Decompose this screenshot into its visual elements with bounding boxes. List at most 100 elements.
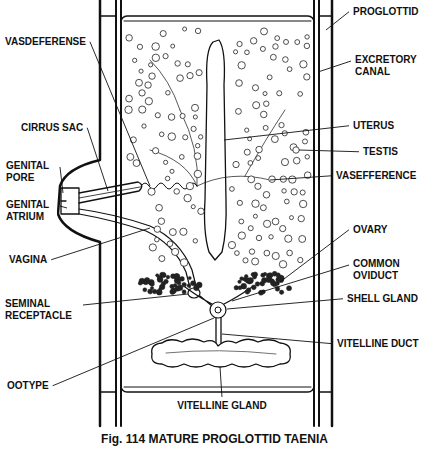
shell-gland xyxy=(210,302,226,318)
ovary-follicle xyxy=(278,275,282,279)
part-label: GENITAL PORE xyxy=(5,160,57,183)
testis-follicle xyxy=(298,92,303,97)
testis-follicle xyxy=(158,218,164,224)
ovary-follicle xyxy=(287,286,292,291)
ovary-follicle xyxy=(244,274,248,278)
testis-follicle xyxy=(159,132,164,137)
leader-line xyxy=(51,228,150,260)
leader-line xyxy=(326,12,349,30)
uterus xyxy=(205,40,227,260)
vagina xyxy=(79,209,196,286)
testis-follicle xyxy=(149,73,155,79)
testis-follicle xyxy=(195,143,199,147)
ovary-follicle xyxy=(248,278,254,284)
ovary-follicle xyxy=(180,277,185,282)
testis-follicle xyxy=(165,176,170,181)
testis-follicle xyxy=(285,235,292,242)
ovary-follicle xyxy=(268,273,273,278)
leader-line xyxy=(318,61,351,72)
testis-follicle xyxy=(299,200,306,207)
testis-follicle xyxy=(293,147,299,153)
testis-follicle xyxy=(164,160,168,164)
testis-follicle xyxy=(172,248,179,255)
testis-follicle xyxy=(289,216,293,220)
vitelline-duct xyxy=(216,318,221,346)
testis-follicle xyxy=(302,139,307,144)
testis-follicle xyxy=(177,75,184,82)
testis-follicle xyxy=(195,28,200,33)
testis-follicle xyxy=(304,43,309,48)
testis-follicle xyxy=(256,146,263,153)
ovary-follicle xyxy=(252,286,255,289)
testis-follicle xyxy=(174,189,180,195)
testis-follicle xyxy=(160,31,166,37)
testis-follicle xyxy=(283,57,289,63)
figure-caption: Fig. 114 MATURE PROGLOTTID TAENIA xyxy=(101,432,328,446)
ovary-follicle xyxy=(143,288,147,292)
testis-follicle xyxy=(280,225,286,231)
ootype xyxy=(215,307,221,313)
leader-line xyxy=(60,167,63,193)
testis-follicle xyxy=(179,155,184,160)
testis-follicle xyxy=(185,62,190,67)
excretory-canal xyxy=(318,0,320,426)
testis-follicle xyxy=(253,214,257,218)
testis-follicle xyxy=(183,135,188,140)
testis-follicle xyxy=(198,208,204,214)
testis-follicle xyxy=(169,229,176,236)
testis-follicle xyxy=(270,54,276,60)
testis-follicle xyxy=(152,43,160,51)
testis-follicle xyxy=(168,114,175,121)
testis-follicle xyxy=(260,111,267,118)
testis-follicle xyxy=(253,102,260,109)
testis-follicle xyxy=(149,63,153,67)
ovary-follicle xyxy=(251,285,256,290)
ovary-follicle xyxy=(170,284,174,288)
testis-follicle xyxy=(191,205,195,209)
part-label: TESTIS xyxy=(362,146,399,158)
part-label: VITELLINE GLAND xyxy=(176,400,267,412)
testis-follicle xyxy=(237,41,242,46)
testis-follicle xyxy=(133,160,140,167)
transverse-canal xyxy=(124,21,311,22)
testis-follicle xyxy=(279,122,284,127)
testis-follicle xyxy=(152,54,159,61)
testis-follicle xyxy=(148,188,155,195)
part-label: SEMINAL RECEPTACLE xyxy=(4,298,80,321)
ovary-follicle xyxy=(255,282,260,287)
testis-follicle xyxy=(275,36,280,41)
testis-follicle xyxy=(133,58,137,62)
cirrus-sac xyxy=(79,182,142,203)
testis-follicle xyxy=(228,241,235,248)
ovary-follicle xyxy=(144,278,150,284)
testis-follicle xyxy=(256,235,261,240)
testis-follicle xyxy=(152,148,158,154)
ovary-follicle xyxy=(157,275,162,280)
testis-follicle xyxy=(252,258,259,265)
testis-follicle xyxy=(194,153,201,160)
testis-follicle xyxy=(233,161,239,167)
leader-line xyxy=(280,230,349,282)
testis-follicle xyxy=(193,239,197,243)
part-label: SHELL GLAND xyxy=(346,293,419,305)
testis-follicle xyxy=(284,39,289,44)
testis-follicle xyxy=(252,85,258,91)
testis-follicle xyxy=(277,91,282,96)
part-label: UTERUS xyxy=(352,120,395,132)
testis-follicle xyxy=(171,44,175,48)
testis-follicle xyxy=(255,183,261,189)
testis-follicle xyxy=(269,176,276,183)
testis-follicle xyxy=(180,228,187,235)
testis-follicle xyxy=(193,115,197,119)
testis-follicle xyxy=(272,218,279,225)
genital-pore xyxy=(61,200,66,201)
testis-follicle xyxy=(127,153,134,160)
testis-follicle xyxy=(279,261,286,268)
testis-follicle xyxy=(175,61,180,66)
testis-follicle xyxy=(245,128,249,132)
testis-follicle xyxy=(305,35,309,39)
testis-follicle xyxy=(263,125,268,130)
testis-follicle xyxy=(163,54,168,59)
testis-follicle xyxy=(300,190,305,195)
testis-follicle xyxy=(272,252,279,259)
